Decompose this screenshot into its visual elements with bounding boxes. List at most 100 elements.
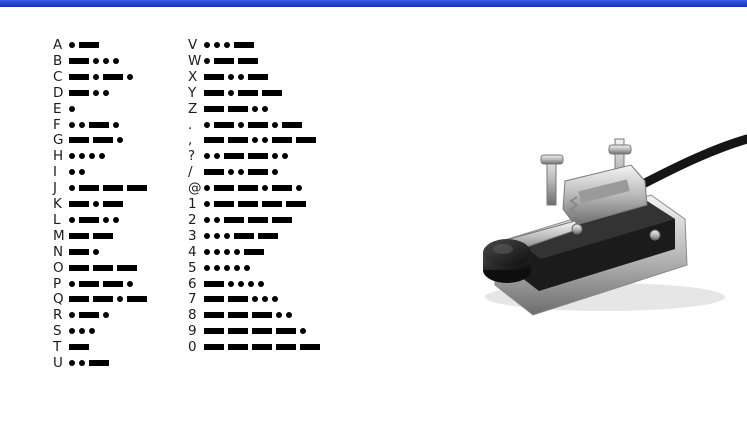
- morse-entry: V: [188, 37, 258, 53]
- morse-dash: [252, 328, 272, 335]
- morse-dot: [69, 42, 75, 48]
- morse-entry: E: [53, 101, 79, 117]
- morse-code: [204, 89, 286, 96]
- morse-code: [204, 296, 282, 303]
- morse-dot: [103, 57, 109, 64]
- morse-dash: [103, 185, 123, 192]
- morse-dash: [69, 296, 89, 303]
- morse-dash: [69, 248, 89, 255]
- morse-dash: [248, 121, 268, 128]
- morse-code: [69, 89, 113, 96]
- morse-dot: [204, 153, 210, 160]
- morse-entry: F: [53, 117, 123, 133]
- morse-symbol: B: [53, 52, 63, 69]
- morse-code: [69, 153, 109, 160]
- morse-dot: [272, 121, 278, 128]
- morse-code: [204, 57, 262, 64]
- morse-dash: [69, 73, 89, 80]
- morse-dash: [79, 312, 99, 319]
- morse-dash: [228, 312, 248, 319]
- morse-symbol: S: [53, 323, 62, 340]
- morse-entry: P: [53, 276, 137, 292]
- morse-dash: [127, 185, 147, 192]
- morse-dash: [228, 296, 248, 303]
- morse-code: [204, 328, 310, 335]
- morse-symbol: C: [53, 68, 63, 85]
- morse-dash: [103, 73, 123, 80]
- morse-symbol: 9: [188, 323, 197, 340]
- morse-entry: 5: [188, 260, 254, 276]
- morse-dot: [79, 121, 85, 128]
- morse-dash: [93, 296, 113, 303]
- morse-symbol: K: [53, 196, 62, 212]
- morse-dot: [113, 121, 119, 128]
- morse-dash: [93, 137, 113, 144]
- morse-entry: O: [53, 260, 141, 276]
- morse-symbol: 8: [188, 307, 197, 324]
- morse-dash: [228, 328, 248, 335]
- morse-dash: [224, 216, 244, 223]
- morse-dot: [252, 296, 258, 303]
- morse-code: [69, 185, 151, 192]
- morse-entry: 3: [188, 228, 282, 244]
- morse-symbol: U: [53, 355, 63, 371]
- telegraph-key-icon: [483, 134, 747, 316]
- morse-dot: [214, 42, 220, 48]
- morse-code: [204, 280, 268, 287]
- morse-dash: [228, 137, 248, 144]
- morse-entry: A: [53, 37, 103, 53]
- morse-symbol: J: [53, 180, 57, 197]
- morse-dash: [69, 57, 89, 64]
- morse-dash: [276, 344, 296, 351]
- morse-dot: [224, 232, 230, 239]
- morse-entry: K: [53, 196, 127, 212]
- morse-symbol: N: [53, 243, 64, 260]
- morse-dash: [258, 232, 278, 239]
- morse-dot: [272, 169, 278, 176]
- morse-entry: Q: [53, 291, 151, 307]
- morse-dot: [79, 153, 85, 160]
- morse-code: [204, 344, 324, 351]
- morse-entry: .: [188, 117, 306, 133]
- morse-code: [69, 264, 141, 271]
- morse-dot: [93, 89, 99, 96]
- morse-dash: [204, 73, 224, 80]
- morse-dot: [224, 264, 230, 271]
- morse-symbol: O: [53, 259, 64, 276]
- morse-dash: [79, 42, 99, 48]
- morse-symbol: R: [53, 307, 63, 324]
- morse-dot: [252, 137, 258, 144]
- morse-dash: [79, 280, 99, 287]
- morse-dot: [228, 73, 234, 80]
- morse-dot: [276, 312, 282, 319]
- morse-dot: [300, 328, 306, 335]
- morse-symbol: X: [188, 68, 198, 85]
- morse-dot: [93, 201, 99, 207]
- morse-dot: [282, 153, 288, 160]
- morse-dash: [276, 328, 296, 335]
- morse-dash: [204, 280, 224, 287]
- morse-symbol: Y: [188, 84, 197, 101]
- morse-code: [204, 185, 306, 192]
- morse-dash: [103, 201, 123, 207]
- morse-dash: [117, 264, 137, 271]
- morse-code: [204, 121, 306, 128]
- morse-code: [204, 73, 272, 80]
- morse-dash: [89, 360, 109, 366]
- morse-dash: [282, 121, 302, 128]
- morse-dot: [103, 312, 109, 319]
- morse-dash: [272, 137, 292, 144]
- morse-dot: [204, 185, 210, 192]
- morse-dot: [93, 73, 99, 80]
- morse-symbol: /: [188, 164, 193, 181]
- morse-dash: [238, 185, 258, 192]
- morse-code: [69, 360, 113, 366]
- morse-dash: [204, 169, 224, 176]
- morse-dot: [79, 360, 85, 366]
- morse-dot: [113, 216, 119, 223]
- morse-dash: [248, 216, 268, 223]
- morse-code: [69, 232, 117, 239]
- morse-dash: [214, 185, 234, 192]
- morse-dot: [89, 328, 95, 335]
- morse-entry: I: [53, 164, 89, 180]
